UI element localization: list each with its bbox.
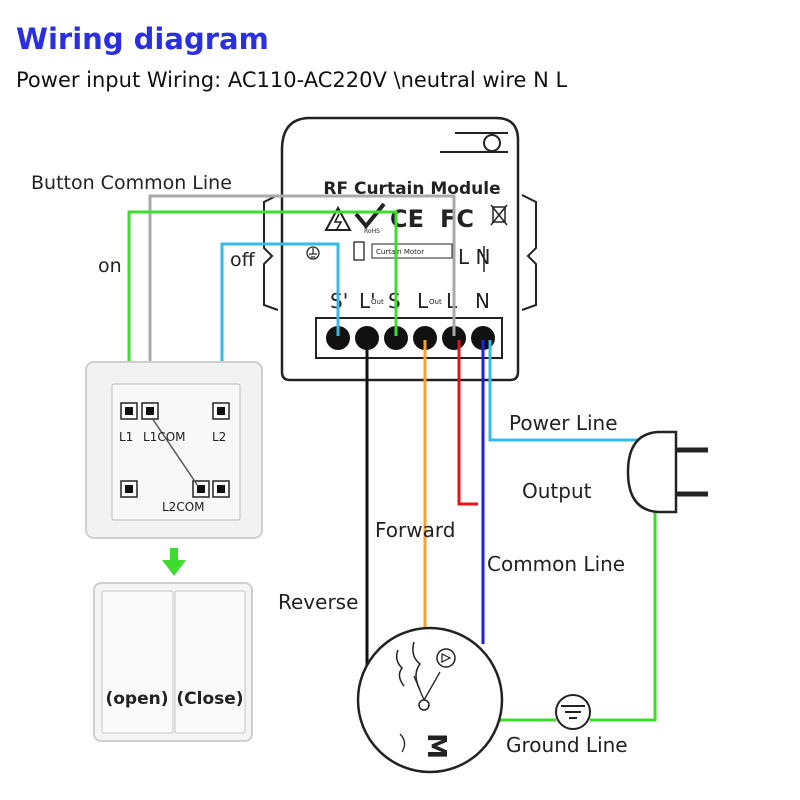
wire-power: [488, 340, 640, 442]
terminal-label-2: S: [388, 289, 401, 313]
weee-bin-icon: [490, 204, 508, 226]
page-subtitle: Power input Wiring: AC110-AC220V \neutra…: [16, 68, 568, 92]
terminal-screw-3: [413, 326, 437, 350]
terminal-label-4: L: [446, 289, 458, 313]
terminal-label-1: L': [359, 289, 376, 313]
switch-terminal-l2com: L2COM: [162, 500, 205, 514]
plug-icon: [626, 430, 708, 514]
label-off: off: [230, 249, 256, 271]
motor: M: [356, 626, 504, 774]
label-forward: Forward: [375, 518, 455, 542]
module-name: RF Curtain Module: [323, 179, 500, 199]
ground-symbol-icon: [555, 694, 591, 730]
label-reverse: Reverse: [278, 590, 358, 614]
wire-ground: [590, 504, 657, 722]
wire-on: [127, 210, 398, 414]
wire-output: [457, 340, 478, 506]
page-title: Wiring diagram: [16, 22, 269, 56]
module-ground-icon: [306, 246, 320, 260]
wall-switch-back: L1 L1COM L2 L2COM: [85, 361, 263, 539]
label-common-line: Common Line: [487, 552, 625, 576]
rf-curtain-module: RF Curtain Module RoHS CE FC: [263, 116, 537, 382]
terminal-label-3: L: [417, 289, 429, 313]
label-output: Output: [522, 479, 592, 503]
terminal-screw-2: [384, 326, 408, 350]
module-inner-label: Curtain Motor: [376, 248, 424, 256]
label-button-common-line: Button Common Line: [31, 172, 232, 194]
open-button-label: (open): [105, 689, 168, 709]
label-ground-line: Ground Line: [506, 733, 628, 757]
close-button-label: (Close): [176, 689, 243, 709]
module-ln-label: L N: [458, 245, 490, 269]
terminal-sub-1: Out: [371, 298, 384, 306]
motor-label: M: [421, 733, 451, 759]
wall-switch-front: (open) (Close): [93, 582, 253, 742]
module-hole: [483, 134, 501, 152]
switch-terminal-l1com: L1COM: [143, 430, 186, 444]
terminal-screw-1: [355, 326, 379, 350]
label-power-line: Power Line: [509, 411, 618, 435]
rohs-mark: RoHS: [364, 228, 380, 235]
terminal-sub-3: Out: [429, 298, 442, 306]
down-arrow-icon: [162, 548, 186, 576]
fcc-mark-icon: FC: [440, 205, 474, 233]
terminals: [326, 326, 495, 350]
terminal-label-5: N: [475, 289, 490, 313]
wire-off: [220, 242, 340, 414]
terminal-screw-0: [326, 326, 350, 350]
svg-text:FC: FC: [440, 205, 474, 233]
wires: [127, 194, 657, 722]
switch-terminal-l2: L2: [212, 430, 226, 444]
warning-icon: [324, 205, 352, 231]
switch-terminal-l1: L1: [119, 430, 133, 444]
label-on: on: [98, 255, 122, 277]
wire-button-common: [148, 194, 456, 414]
